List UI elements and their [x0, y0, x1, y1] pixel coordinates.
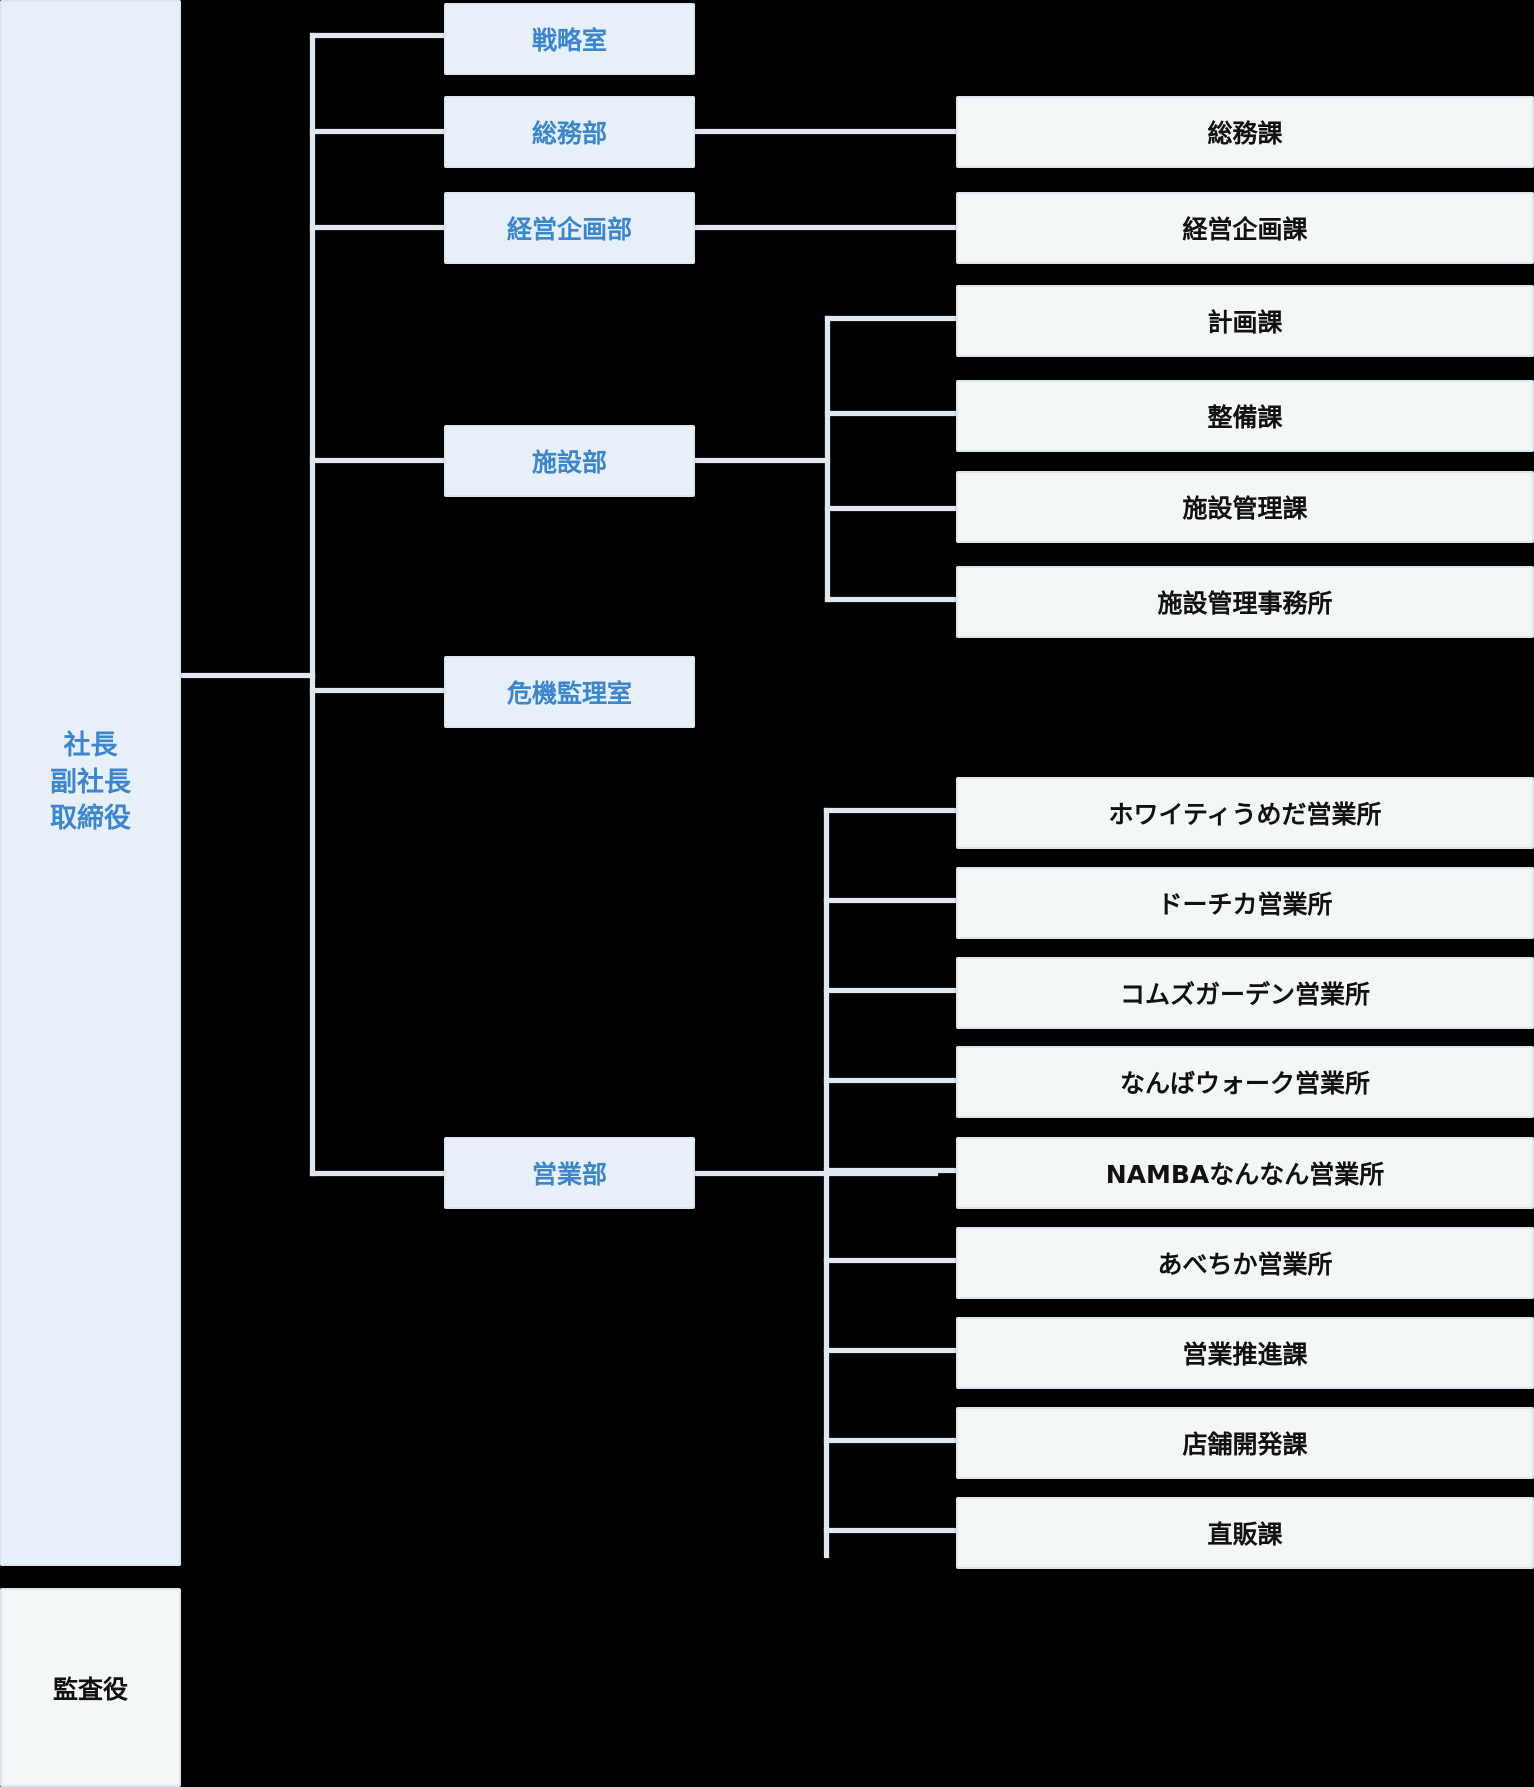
connector-trunk-to-senryakushitsu [310, 33, 446, 38]
connector-shisetsubu-vertical [825, 316, 830, 602]
connector-eigyobu-to-chokuhanka [824, 1528, 959, 1533]
node-section-comz-garden[interactable]: コムズガーデン営業所 [956, 957, 1534, 1029]
section-label: あべちか営業所 [1157, 1250, 1333, 1279]
section-label: 経営企画課 [1182, 215, 1308, 244]
connector-keieikikakubu-to-keieikikakuka [693, 225, 959, 230]
president-label-line1: 社長 [63, 729, 118, 761]
node-section-seibika[interactable]: 整備課 [956, 380, 1534, 452]
node-department-senryakushitsu[interactable]: 戦略室 [444, 3, 695, 75]
node-section-whity-umeda[interactable]: ホワイティうめだ営業所 [956, 777, 1534, 849]
section-label: なんばウォーク営業所 [1119, 1069, 1370, 1098]
president-label-line2: 副社長 [50, 766, 131, 798]
node-department-kikikanrishitsu[interactable]: 危機監理室 [444, 656, 695, 728]
connector-shisetsubu-to-keikakuka [825, 316, 959, 321]
connector-trunk-to-kikikanrishitsu [310, 688, 446, 693]
section-label: 直販課 [1207, 1520, 1283, 1549]
node-section-namba-walk[interactable]: なんばウォーク営業所 [956, 1046, 1534, 1118]
department-label: 施設部 [531, 448, 607, 477]
connector-shisetsubu-to-shisetsukanrika [825, 506, 959, 511]
section-label: ホワイティうめだ営業所 [1108, 800, 1382, 829]
department-label: 危機監理室 [506, 679, 632, 708]
connector-eigyobu-to-abechika [824, 1258, 959, 1263]
node-section-tenpokaihatsuka[interactable]: 店舗開発課 [956, 1407, 1534, 1479]
node-section-chokuhanka[interactable]: 直販課 [956, 1497, 1534, 1569]
auditor-label: 監査役 [52, 1674, 128, 1704]
connector-shisetsubu-to-seibika [825, 411, 959, 416]
section-label: NAMBAなんなん営業所 [1105, 1160, 1385, 1189]
connector-eigyobu-stub [693, 1171, 938, 1176]
connector-trunk-to-somubu [310, 129, 446, 134]
connector-eigyobu-to-comzgarden [824, 988, 959, 993]
connector-eigyobu-vertical [824, 808, 829, 1558]
node-president-group[interactable]: 社長 副社長 取締役 [0, 0, 181, 1566]
section-label: 計画課 [1207, 308, 1283, 337]
connector-shisetsubu-stub [693, 458, 830, 463]
section-label: コムズガーデン営業所 [1119, 980, 1370, 1009]
section-label: ドーチカ営業所 [1157, 890, 1333, 919]
connector-eigyobu-to-nambanannan [824, 1168, 959, 1173]
section-label: 施設管理課 [1182, 494, 1308, 523]
department-label: 戦略室 [531, 26, 607, 55]
node-section-abechika[interactable]: あべちか営業所 [956, 1227, 1534, 1299]
connector-eigyobu-to-tenpokaihatsuka [824, 1438, 959, 1443]
node-department-keieikikakubu[interactable]: 経営企画部 [444, 192, 695, 264]
connector-president-stub [181, 673, 315, 678]
section-label: 営業推進課 [1182, 1340, 1308, 1369]
president-label-line3: 取締役 [50, 803, 131, 835]
connector-trunk-to-eigyobu [310, 1171, 446, 1176]
section-label: 店舗開発課 [1182, 1430, 1308, 1459]
node-auditor[interactable]: 監査役 [0, 1588, 181, 1787]
department-label: 総務部 [531, 119, 607, 148]
node-department-somubu[interactable]: 総務部 [444, 96, 695, 168]
node-section-shisetsukanrika[interactable]: 施設管理課 [956, 471, 1534, 543]
connector-eigyobu-to-whity [824, 808, 959, 813]
node-section-dochika[interactable]: ドーチカ営業所 [956, 867, 1534, 939]
connector-eigyobu-to-nambawalk [824, 1078, 959, 1083]
connector-main-trunk [310, 33, 315, 1176]
node-section-somuka[interactable]: 総務課 [956, 96, 1534, 168]
connector-eigyobu-to-dochika [824, 898, 959, 903]
department-label: 営業部 [531, 1160, 607, 1189]
department-label: 経営企画部 [506, 215, 632, 244]
node-department-eigyobu[interactable]: 営業部 [444, 1137, 695, 1209]
section-label: 施設管理事務所 [1157, 589, 1333, 618]
connector-trunk-to-keieikikakubu [310, 225, 446, 230]
node-department-shisetsubu[interactable]: 施設部 [444, 425, 695, 497]
node-section-keieikikakuka[interactable]: 経営企画課 [956, 192, 1534, 264]
node-section-eigyosuishinka[interactable]: 営業推進課 [956, 1317, 1534, 1389]
connector-shisetsubu-to-shisetsukanrijimusho [825, 597, 959, 602]
connector-eigyobu-to-eigyosuishinka [824, 1348, 959, 1353]
node-section-namba-nannan[interactable]: NAMBAなんなん営業所 [956, 1137, 1534, 1209]
section-label: 整備課 [1207, 403, 1283, 432]
node-section-shisetsukanrijimusho[interactable]: 施設管理事務所 [956, 566, 1534, 638]
node-section-keikakuka[interactable]: 計画課 [956, 285, 1534, 357]
connector-somubu-to-somuka [693, 129, 959, 134]
section-label: 総務課 [1207, 119, 1283, 148]
connector-trunk-to-shisetsubu [310, 458, 446, 463]
